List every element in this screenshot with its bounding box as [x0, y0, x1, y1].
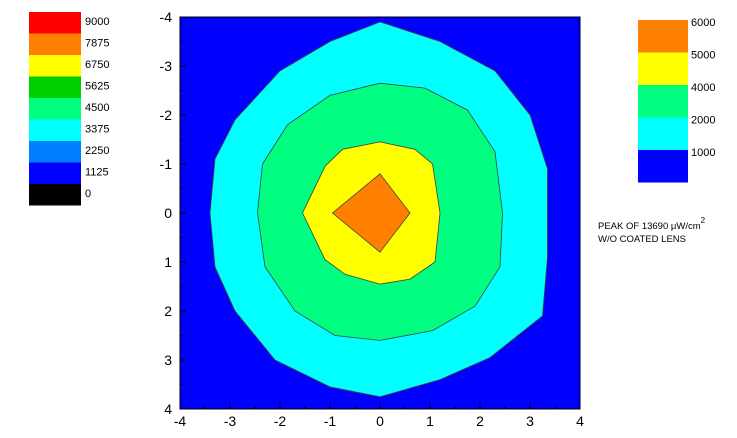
contour-plot: -4 -3 -2 -1 0 1 2 3 4 -4 -3 -2 -1 0 1 2 3 4 — [160, 9, 585, 429]
y-tick-label: 4 — [164, 401, 172, 417]
left-scale-label: 9000 — [85, 16, 109, 28]
left-scale-swatch — [29, 184, 81, 206]
right-scale-label: 2000 — [691, 115, 715, 127]
right-scale-swatch — [638, 85, 688, 118]
x-tick-label: -3 — [224, 413, 237, 429]
contour-fills — [209, 21, 548, 398]
left-scale-label: 5625 — [85, 81, 109, 93]
x-tick-label: 4 — [576, 413, 584, 429]
x-tick-label: 2 — [476, 413, 484, 429]
left-scale-label: 4500 — [85, 102, 109, 114]
annotation-line-2: W/O COATED LENS — [598, 234, 686, 245]
peak-annotation: PEAK OF 13690 μW/cm2 W/O COATED LENS — [598, 216, 706, 245]
x-tick-label: -1 — [324, 413, 337, 429]
x-axis: -4 -3 -2 -1 0 1 2 3 4 — [174, 403, 584, 429]
left-color-scale: 9000 7875 6750 5625 4500 3375 2250 1125 0 — [29, 12, 109, 206]
left-scale-label: 0 — [85, 188, 91, 200]
right-scale-swatch — [638, 52, 688, 85]
left-scale-label: 3375 — [85, 124, 109, 136]
right-scale-swatch — [638, 150, 688, 183]
y-tick-label: 0 — [164, 205, 172, 221]
y-tick-label: -1 — [160, 156, 173, 172]
left-scale-swatch — [29, 76, 81, 98]
right-scale-swatch — [638, 117, 688, 150]
annotation-superscript: 2 — [701, 216, 706, 225]
right-scale-label: 1000 — [691, 147, 715, 159]
right-scale-label: 5000 — [691, 50, 715, 62]
left-scale-swatch — [29, 119, 81, 141]
annotation-unit: W/cm — [676, 221, 700, 232]
right-scale-label: 6000 — [691, 17, 715, 29]
left-scale-swatch — [29, 55, 81, 77]
left-scale-label: 1125 — [85, 167, 109, 179]
left-scale-swatch — [29, 33, 81, 55]
annotation-prefix: PEAK OF 13690 — [598, 221, 671, 232]
y-tick-label: 1 — [164, 254, 172, 270]
x-tick-label: 1 — [426, 413, 434, 429]
x-tick-label: 3 — [526, 413, 534, 429]
x-tick-label: 0 — [376, 413, 384, 429]
annotation-line-1: PEAK OF 13690 μW/cm2 — [598, 216, 706, 232]
y-tick-label: -3 — [160, 58, 173, 74]
y-axis: -4 -3 -2 -1 0 1 2 3 4 — [160, 9, 186, 417]
x-tick-label: -2 — [274, 413, 287, 429]
right-scale-label: 4000 — [691, 82, 715, 94]
y-tick-label: -4 — [160, 9, 173, 25]
annotation-unit-mu: μ — [671, 221, 676, 232]
y-tick-label: 2 — [164, 303, 172, 319]
contour-band-5000-6000 — [331, 173, 411, 253]
right-color-scale: 6000 5000 4000 2000 1000 — [638, 17, 715, 183]
left-scale-swatch — [29, 141, 81, 163]
left-scale-swatch — [29, 12, 81, 34]
y-tick-label: -2 — [160, 107, 173, 123]
y-tick-label: 3 — [164, 352, 172, 368]
left-scale-label: 2250 — [85, 145, 109, 157]
left-scale-label: 6750 — [85, 59, 109, 71]
x-tick-label: -4 — [174, 413, 187, 429]
left-scale-label: 7875 — [85, 38, 109, 50]
right-scale-swatch — [638, 20, 688, 53]
left-scale-swatch — [29, 162, 81, 184]
left-scale-swatch — [29, 98, 81, 120]
